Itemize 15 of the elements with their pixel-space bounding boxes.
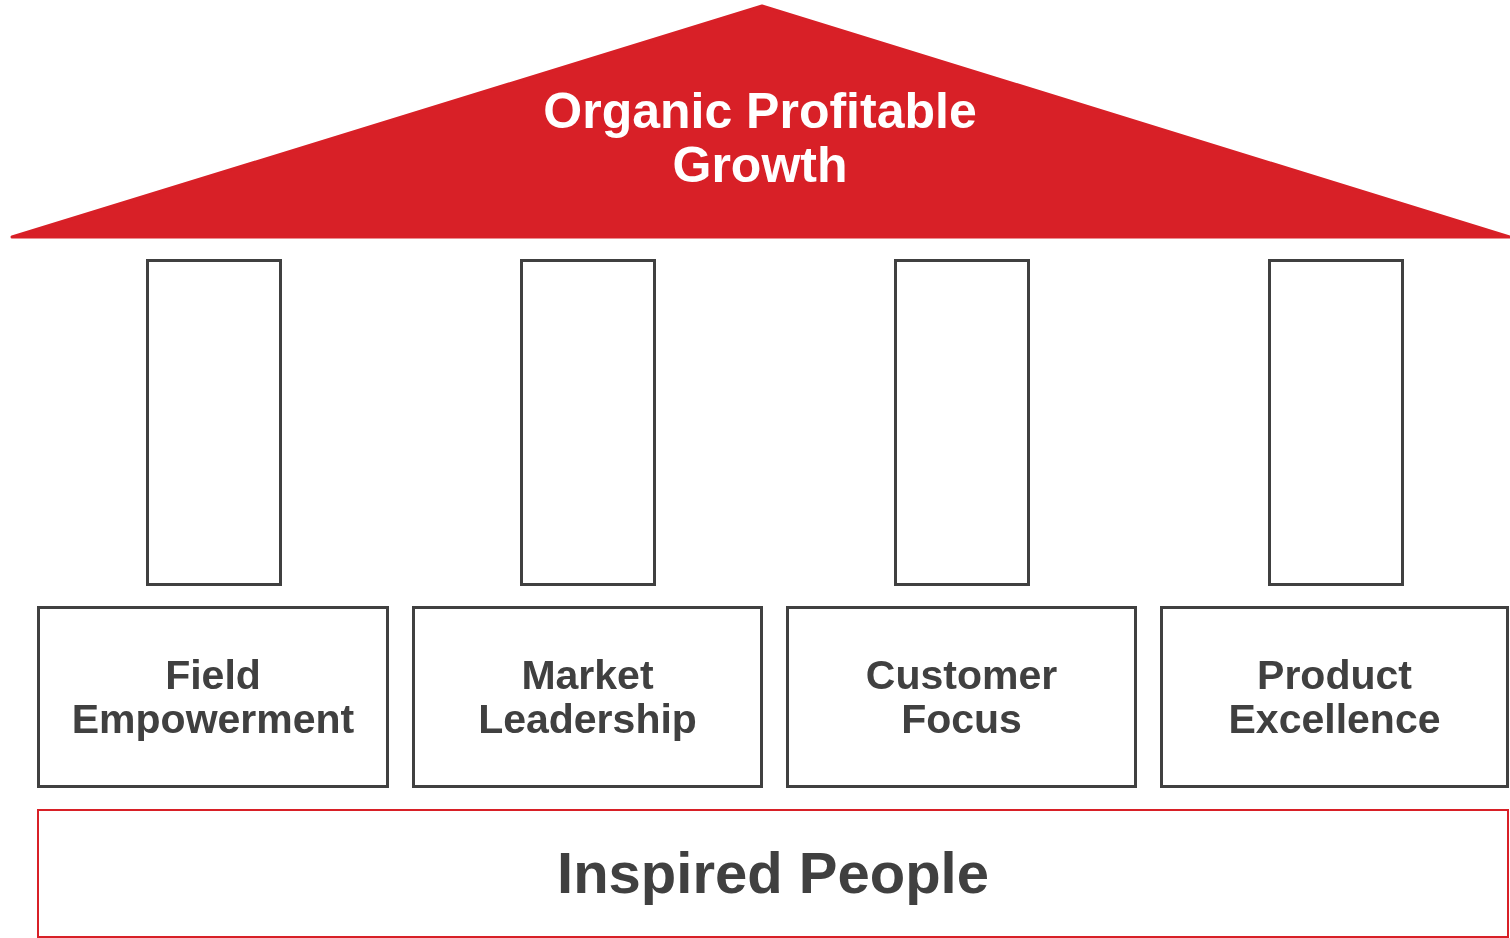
foundation-box xyxy=(37,809,1509,938)
pillar-label: Field Empowerment xyxy=(70,652,356,742)
pillar-base-box xyxy=(37,606,389,788)
pillar-box xyxy=(894,259,1030,586)
roof-title: Organic Profitable Growth xyxy=(542,84,978,192)
pillar-box xyxy=(520,259,656,586)
pillar-box xyxy=(1268,259,1404,586)
pillar-label: Product Excellence xyxy=(1227,652,1442,742)
pillar-label: Market Leadership xyxy=(477,652,698,742)
pillar-box xyxy=(146,259,282,586)
pillar-base-box xyxy=(412,606,763,788)
pillar-label: Inspired People xyxy=(557,842,989,905)
pillar-base-box xyxy=(1160,606,1509,788)
pillar-label: Customer Focus xyxy=(864,652,1059,742)
pillar-base-box xyxy=(786,606,1137,788)
